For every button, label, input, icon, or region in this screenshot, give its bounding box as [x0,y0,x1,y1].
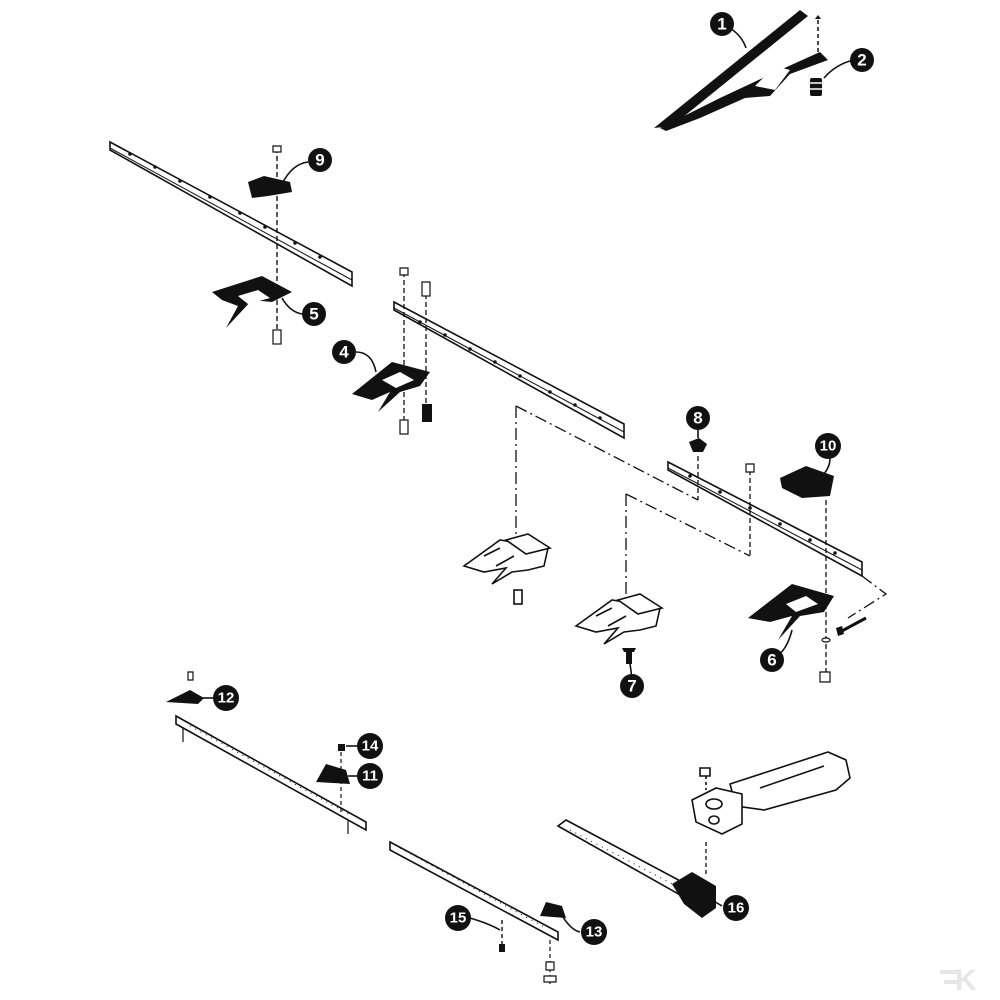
callout-8: 8 [686,406,710,430]
callout-12: 12 [213,685,239,711]
callout-11: 11 [357,763,383,789]
leader-lines [200,27,855,933]
assembly-lines [515,405,888,619]
callout-5: 5 [302,302,326,326]
svg-text:16: 16 [728,900,745,917]
svg-text:10: 10 [820,438,837,455]
part-hold-down-clip [248,145,292,330]
part-knife-drive-arm [691,751,851,835]
svg-text:11: 11 [362,768,378,785]
svg-text:K: K [955,964,977,997]
part-hold-down-clip-right [780,466,834,680]
svg-text:4: 4 [339,343,349,362]
callout-16: 16 [723,895,749,921]
svg-text:1: 1 [717,15,726,34]
svg-text:14: 14 [362,738,379,755]
callout-15: 15 [445,905,471,931]
callout-6: 6 [760,648,784,672]
part-double-guard-middle [352,267,432,435]
svg-text:8: 8 [693,409,702,428]
callout-4: 4 [332,340,356,364]
svg-text:5: 5 [309,305,318,324]
part-nut [689,438,755,556]
callout-9: 9 [308,148,332,172]
part-knife-section-middle [316,764,350,784]
knife-back-left [175,714,367,834]
part-knife-head-bar [556,819,716,918]
callout-14: 14 [357,733,383,759]
part-spacer-bushing [810,78,822,96]
callout-1: 1 [710,12,734,36]
part-guard-bolt [622,648,636,664]
callout-13: 13 [581,919,607,945]
svg-text:9: 9 [315,151,324,170]
svg-text:6: 6 [767,651,776,670]
svg-text:12: 12 [218,690,235,707]
svg-text:15: 15 [450,910,467,927]
callout-2: 2 [850,48,874,72]
part-divider-snout [654,10,828,131]
part-knife-section-left [166,671,204,704]
svg-text:13: 13 [586,924,603,941]
part-double-guard-right [748,584,867,683]
knife-back-right [389,840,559,942]
callout-10: 10 [815,433,841,459]
watermark-logo-icon: K [940,964,977,997]
callout-7: 7 [620,674,644,698]
svg-text:7: 7 [627,677,636,696]
guard-bar-middle [393,300,625,440]
guard-bar-upper [109,140,353,288]
part-double-guard-left [212,276,292,345]
part-knife-section-right [540,902,566,984]
part-forged-guard-a [462,533,553,605]
part-forged-guard-b [574,593,665,645]
part-rivet-lower [499,920,505,952]
svg-text:2: 2 [857,51,866,70]
